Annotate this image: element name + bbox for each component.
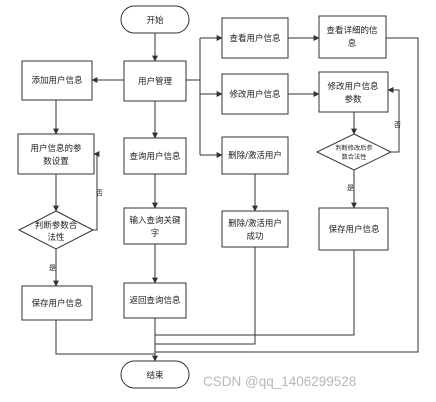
modify-params-label-line1: 修改用户信息 xyxy=(327,81,379,92)
query-user-label: 查询用户信息 xyxy=(129,151,181,162)
start-node: 开始 xyxy=(120,5,190,34)
input-keyword-node: 输入查询关键 字 xyxy=(123,207,187,245)
return-query-node: 返回查询信息 xyxy=(123,282,187,319)
judge-modify-label-line2: 数合法性 xyxy=(342,153,367,161)
judge-param-label-line2: 法性 xyxy=(47,232,65,243)
flowchart-edges xyxy=(53,33,419,362)
save-user-left-node: 保存用户信息 xyxy=(21,285,93,321)
view-detail-label-line1: 查看详细的信 xyxy=(326,25,378,36)
watermark: CSDN @qq_1406299528 xyxy=(203,374,356,389)
save-user-left-label: 保存用户信息 xyxy=(31,298,83,309)
input-keyword-label-line1: 输入查询关键 xyxy=(129,215,181,226)
view-detail-node: 查看详细的信 息 xyxy=(318,15,387,59)
user-management-node: 用户管理 xyxy=(123,60,187,102)
modify-params-label-line2: 参数 xyxy=(344,94,362,105)
edge-success-to-end xyxy=(155,247,256,345)
judge-modify-no-label: 否 xyxy=(394,121,401,129)
judge-modify-label-line1: 判断修改后参 xyxy=(335,144,372,152)
delete-success-node: 删除/激活用户 成功 xyxy=(221,210,289,248)
start-label: 开始 xyxy=(146,15,164,26)
input-keyword-label-line2: 字 xyxy=(151,228,160,239)
end-node: 结束 xyxy=(120,360,190,389)
param-setting-label-line1: 用户信息的参 xyxy=(30,143,82,154)
query-user-node: 查询用户信息 xyxy=(123,137,187,175)
delete-user-node: 删除/激活用户 xyxy=(221,136,289,175)
judge-param-label-line1: 判断参数合 xyxy=(35,220,78,231)
modify-user-node: 修改用户信息 xyxy=(221,73,289,115)
edge-save-right-to-end xyxy=(155,250,355,336)
param-setting-node: 用户信息的参 数设置 xyxy=(17,133,95,175)
view-detail-label-line2: 息 xyxy=(348,38,357,49)
delete-success-label-line2: 成功 xyxy=(246,231,263,242)
judge-param-yes-label: 是 xyxy=(49,264,56,272)
view-user-label: 查看用户信息 xyxy=(229,33,281,44)
param-setting-label-line2: 数设置 xyxy=(43,156,69,167)
add-user-label: 添加用户信息 xyxy=(31,75,83,86)
edge-detail-to-end xyxy=(155,37,419,353)
edge-judge-no-loop xyxy=(93,151,100,231)
flowchart-nodes: 开始 用户管理 添加用户信息 用户信息的参 数设置 判断参数合 法性 否 是 xyxy=(17,5,401,389)
end-label: 结束 xyxy=(146,370,164,381)
delete-success-label-line1: 删除/激活用户 xyxy=(228,218,282,229)
view-user-node: 查看用户信息 xyxy=(221,17,289,59)
edge-save-left-to-end xyxy=(55,320,155,355)
modify-user-label: 修改用户信息 xyxy=(229,89,281,100)
add-user-node: 添加用户信息 xyxy=(21,60,93,101)
judge-modify-node: 判断修改后参 数合法性 xyxy=(315,133,393,171)
judge-modify-yes-label: 是 xyxy=(347,184,354,192)
judge-param-node: 判断参数合 法性 xyxy=(17,210,95,250)
return-query-label: 返回查询信息 xyxy=(129,295,181,306)
user-management-label: 用户管理 xyxy=(138,76,173,87)
modify-params-node: 修改用户信息 参数 xyxy=(318,71,389,113)
delete-user-label: 删除/激活用户 xyxy=(228,150,282,161)
save-user-right-node: 保存用户信息 xyxy=(318,207,389,251)
judge-param-no-label: 否 xyxy=(96,189,103,197)
save-user-right-label: 保存用户信息 xyxy=(328,224,380,235)
edge-judge-modify-no-loop xyxy=(387,87,400,153)
